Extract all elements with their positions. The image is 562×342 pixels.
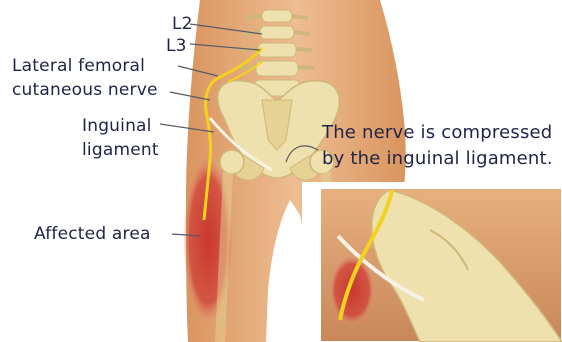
- label-l3: L3: [166, 36, 187, 56]
- label-ligament: ligament: [82, 140, 159, 160]
- caption-line-2: by the inguinal ligament.: [322, 148, 553, 169]
- label-inguinal: Inguinal: [82, 116, 152, 136]
- label-lateral-femoral: Lateral femoral: [12, 56, 145, 76]
- label-l2: L2: [172, 14, 193, 34]
- caption-line-1: The nerve is compressed: [322, 122, 552, 143]
- label-affected-area: Affected area: [34, 224, 151, 244]
- label-cutaneous-nerve: cutaneous nerve: [12, 80, 158, 100]
- magnified-inset: [302, 182, 562, 342]
